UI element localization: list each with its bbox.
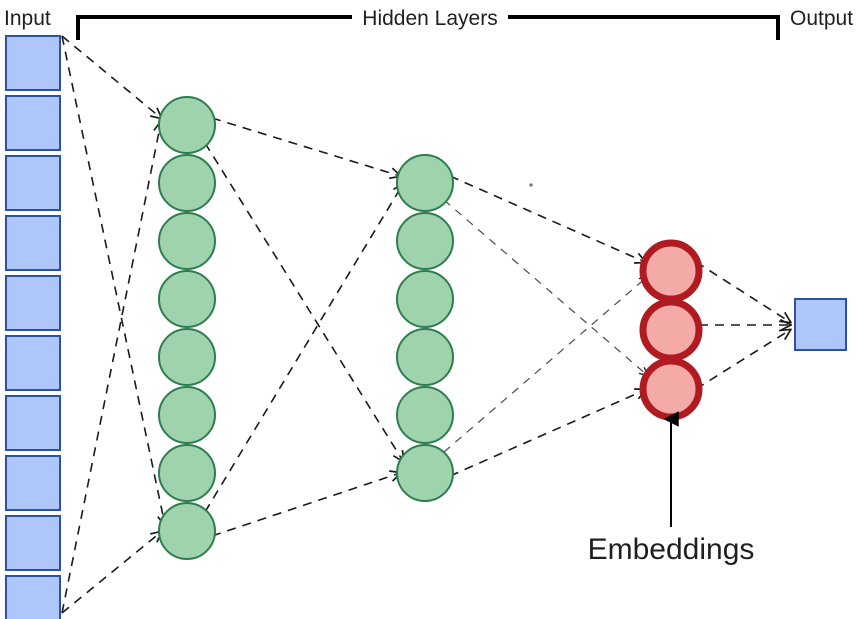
connection-lines	[61, 35, 790, 614]
hidden-layer-2-node-2	[396, 212, 454, 270]
hidden-layer-1-node-2	[158, 154, 216, 212]
input-layer-node-2	[5, 95, 61, 151]
input-layer-node-7	[5, 395, 61, 451]
output-layer-node-1	[794, 298, 847, 351]
input-layer-node-10	[5, 575, 61, 619]
h1-top-to-h2-bottom	[204, 142, 403, 461]
bracket-right-segment	[508, 15, 780, 40]
hidden-layer-2-node-1	[396, 154, 454, 212]
hidden-layer-2-node-3	[396, 270, 454, 328]
embedding-layer-node-3	[639, 357, 703, 421]
hidden-layer-1-node-4	[158, 270, 216, 328]
input-layer-node-4	[5, 215, 61, 271]
hidden-layer-1-node-5	[158, 328, 216, 386]
hidden-layer-2-node-5	[396, 386, 454, 444]
input-label: Input	[4, 7, 51, 30]
h2-bottom-to-emb-top	[443, 277, 647, 453]
input-layer-node-9	[5, 515, 61, 571]
hidden-layer-1-node-3	[158, 212, 216, 270]
hidden-layer-2-node-6	[396, 444, 454, 502]
h2-top-to-emb-bottom	[443, 199, 647, 375]
h2-bottom-to-emb-bottom	[449, 390, 645, 477]
hidden-layer-1-node-1	[158, 96, 216, 154]
input-layer-node-3	[5, 155, 61, 211]
bracket-left-segment	[76, 15, 352, 40]
stray-speck	[529, 183, 533, 187]
hidden-layer-2-node-4	[396, 328, 454, 386]
h1-top-to-h2-top	[211, 117, 400, 176]
embedding-layer-node-1	[639, 239, 703, 303]
input-top-to-h1-top	[61, 35, 161, 118]
hidden-layers-bracket	[76, 15, 780, 40]
input-layer-node-6	[5, 335, 61, 391]
input-bottom-to-h1-bottom	[61, 532, 161, 614]
input-layer-node-1	[5, 35, 61, 91]
network-nodes	[5, 35, 847, 619]
embedding-layer-node-2	[639, 298, 703, 362]
hidden-layer-1-node-8	[158, 502, 216, 560]
input-layer-node-5	[5, 275, 61, 331]
input-bottom-to-h1-top	[61, 122, 161, 614]
h2-top-to-emb-top	[449, 175, 645, 262]
emb-bottom-to-output	[695, 330, 790, 390]
embeddings-label: Embeddings	[588, 533, 755, 566]
emb-top-to-output	[695, 261, 790, 322]
h1-bottom-to-h2-top	[204, 184, 403, 513]
input-layer-node-8	[5, 455, 61, 511]
hidden-layer-1-node-6	[158, 386, 216, 444]
hidden-layers-label: Hidden Layers	[362, 7, 497, 30]
h1-bottom-to-h2-bottom	[211, 473, 400, 537]
output-label: Output	[790, 7, 853, 30]
hidden-layer-1-node-7	[158, 444, 216, 502]
input-top-to-h1-bottom	[61, 35, 165, 525]
